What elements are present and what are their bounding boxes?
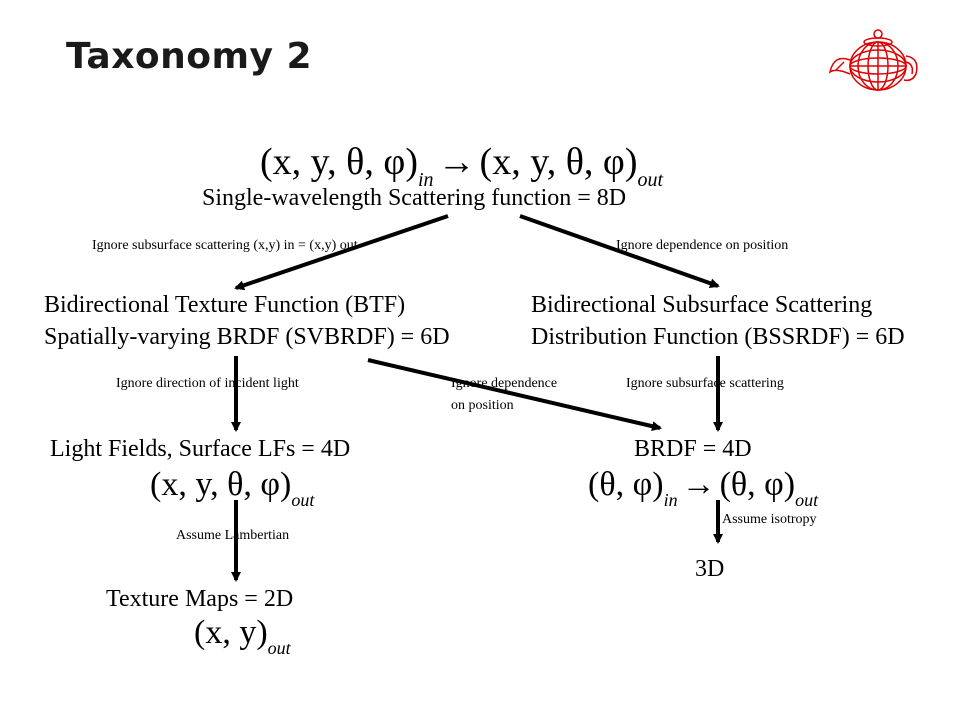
node-brdf: BRDF = 4D — [634, 436, 752, 462]
node-texture-maps: Texture Maps = 2D — [106, 586, 294, 612]
formula-in: (x, y, θ, φ) — [260, 141, 418, 183]
brdf-formula-in: (θ, φ) — [588, 466, 664, 503]
formula-out-sub: out — [637, 169, 664, 191]
node-scattering-function: Single-wavelength Scattering function = … — [202, 185, 627, 211]
brdf-formula-out-sub: out — [795, 490, 819, 510]
node-btf-line1: Bidirectional Texture Function (BTF) — [44, 292, 406, 318]
edge-label-assume-isotropy: Assume isotropy — [722, 512, 817, 527]
edge-label-ignore-direction: Ignore direction of incident light — [116, 376, 299, 391]
brdf-formula-out: (θ, φ) — [719, 466, 796, 503]
slide-title: Taxonomy 2 — [66, 36, 313, 77]
node-bssrdf-line1: Bidirectional Subsurface Scattering — [531, 292, 873, 318]
node-3d: 3D — [695, 556, 725, 582]
brdf-formula-in-sub: in — [663, 490, 678, 510]
brdf-formula-arrow: → — [681, 466, 716, 503]
node-btf-line2: Spatially-varying BRDF (SVBRDF) = 6D — [44, 324, 450, 350]
tex-formula: (x, y)out — [194, 614, 291, 659]
formula-arrow: → — [437, 141, 476, 183]
edge-label-ignore-subsurface-2: Ignore subsurface scattering — [626, 376, 784, 391]
lf-formula-sub: out — [291, 490, 315, 510]
lf-formula: (x, y, θ, φ)out — [150, 466, 314, 511]
edge-label-ignore-subsurface: Ignore subsurface scattering (x,y) in = … — [92, 238, 358, 253]
edge-label-ignore-dependence-1: Ignore dependence — [451, 376, 558, 391]
edge-label-ignore-dependence-2: on position — [451, 398, 514, 413]
arrow-btf-to-brdf — [367, 358, 662, 432]
tex-formula-sub: out — [267, 638, 291, 658]
node-light-fields: Light Fields, Surface LFs = 4D — [50, 436, 351, 462]
node-bssrdf-line2: Distribution Function (BSSRDF) = 6D — [531, 324, 905, 350]
lf-formula-main: (x, y, θ, φ) — [150, 466, 292, 503]
formula-out: (x, y, θ, φ) — [479, 141, 638, 183]
edge-label-assume-lambertian: Assume Lambertian — [176, 528, 290, 543]
edge-label-ignore-position: Ignore dependence on position — [616, 238, 789, 253]
formula-in-sub: in — [417, 169, 434, 191]
scattering-formula: (x, y, θ, φ)in→(x, y, θ, φ)out — [260, 140, 663, 192]
tex-formula-main: (x, y) — [194, 614, 268, 651]
brdf-formula: (θ, φ)in→(θ, φ)out — [588, 466, 818, 511]
arrow-8d-to-bssrdf — [519, 214, 720, 289]
utah-teapot-wireframe-icon — [828, 29, 918, 91]
arrow-8d-to-btf — [234, 214, 449, 291]
